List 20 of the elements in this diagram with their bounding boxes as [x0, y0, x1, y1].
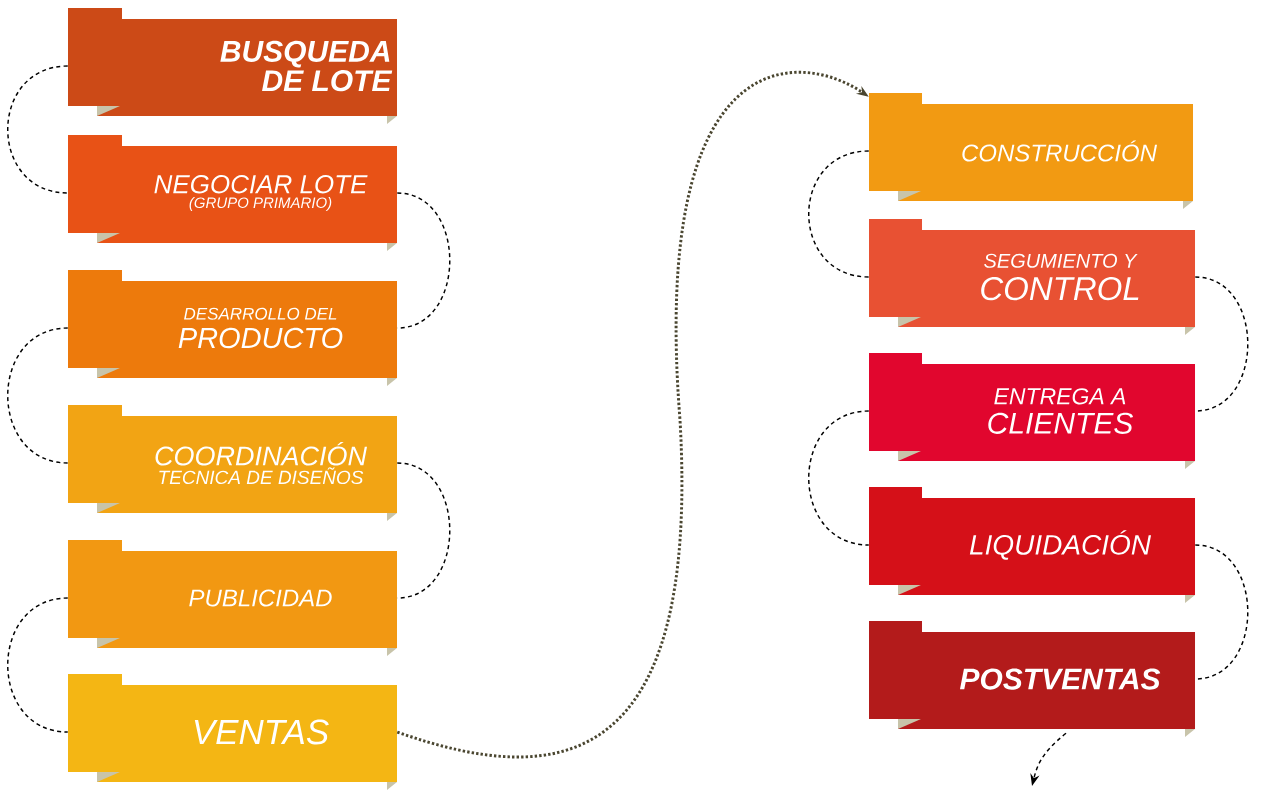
connector-line: [7, 65, 69, 194]
connector-line: [1194, 276, 1249, 412]
connector-line: [396, 192, 451, 329]
connector-line: [1194, 544, 1249, 680]
ribbon-banner: CONSTRUCCIÓN: [869, 93, 1193, 209]
connector-line: [808, 410, 870, 546]
ribbon-banner: NEGOCIAR LOTE (GRUPO PRIMARIO): [68, 135, 397, 251]
ribbon-banner: PUBLICIDAD: [68, 540, 397, 656]
ribbon-banner: SEGUMIENTO Y CONTROL: [869, 219, 1195, 335]
ribbon-banner: VENTAS: [68, 674, 397, 790]
ribbon-banner: POSTVENTAS: [869, 621, 1195, 737]
ribbon-banner: COORDINACIÓN TECNICA DE DISEÑOS: [68, 405, 397, 521]
ribbon-banner: BUSQUEDA DE LOTE: [68, 8, 397, 124]
connector-line: [808, 150, 870, 278]
connector-line: [396, 462, 451, 599]
connector-line: [7, 597, 69, 733]
ribbon-banner: ENTREGA A CLIENTES: [869, 353, 1195, 469]
ribbon-banner: DESARROLLO DEL PRODUCTO: [68, 270, 397, 386]
connector-line: [7, 327, 69, 464]
ribbon-banner: LIQUIDACIÓN: [869, 487, 1195, 603]
